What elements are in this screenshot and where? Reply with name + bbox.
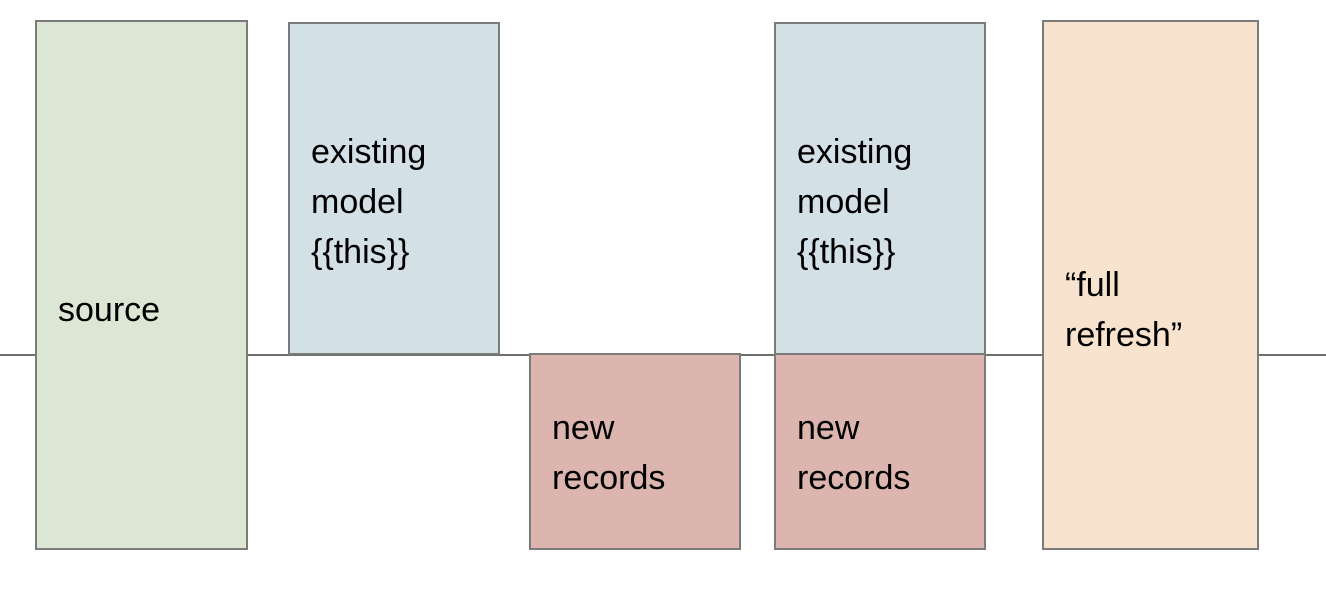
box-new-records-1[interactable]: new records xyxy=(529,353,741,550)
box-new-records-1-label: new records xyxy=(552,409,666,497)
box-existing-model-1[interactable]: existing model {{this}} xyxy=(288,22,500,355)
box-source-label: source xyxy=(58,291,161,329)
box-new-records-2[interactable]: new records xyxy=(774,353,986,550)
box-existing-model-2-label: existing model {{this}} xyxy=(797,133,913,271)
box-source[interactable]: source xyxy=(35,20,248,550)
box-existing-model-2[interactable]: existing model {{this}} xyxy=(774,22,986,355)
box-new-records-2-label: new records xyxy=(797,409,911,497)
box-full-refresh-label: “full refresh” xyxy=(1065,266,1183,354)
box-full-refresh[interactable]: “full refresh” xyxy=(1042,20,1259,550)
box-existing-model-1-label: existing model {{this}} xyxy=(311,133,427,271)
